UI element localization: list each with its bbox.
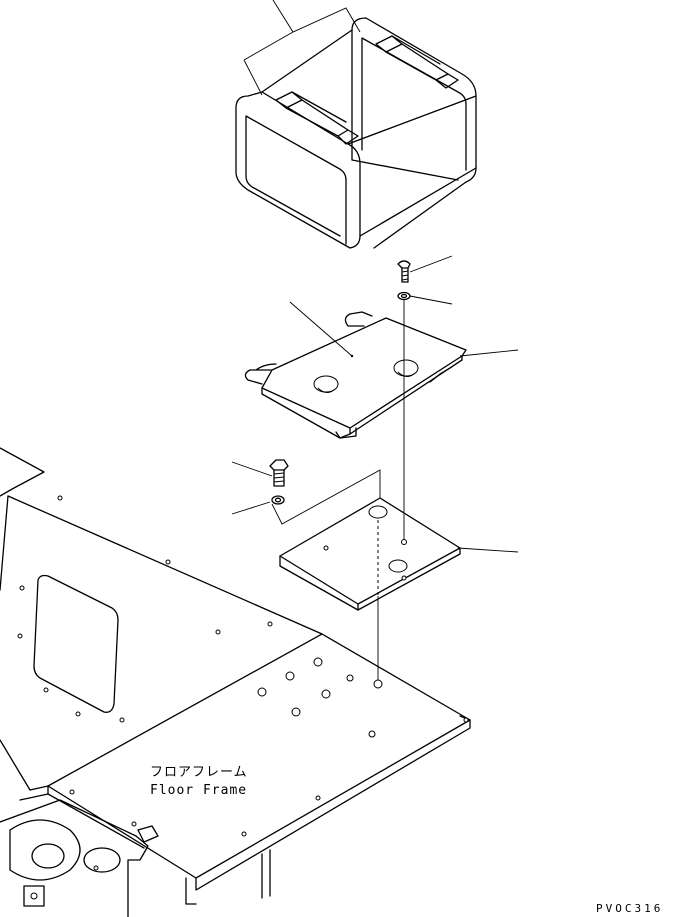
bracket-leader-line — [289, 301, 353, 357]
bracket-slot-left — [313, 375, 339, 393]
battery-strap-front — [275, 91, 359, 145]
spacer-hole-left — [368, 505, 388, 519]
hold-down-bracket — [244, 301, 519, 439]
battery-strap-rear — [375, 35, 459, 89]
battery-rear — [351, 17, 477, 249]
bolt-leader-line — [409, 255, 453, 273]
floor-frame-holes — [17, 495, 469, 871]
floor-frame-label-jp: フロアフレーム — [150, 765, 248, 780]
battery-front — [235, 91, 361, 249]
bracket-rail-leader-line — [459, 349, 519, 357]
battery-leader-line — [272, 0, 361, 33]
spacer-leader-line — [457, 547, 519, 553]
side-washer — [231, 469, 381, 525]
floor-frame-cutout — [33, 574, 119, 713]
bracket-slot-right — [393, 359, 419, 377]
floor-frame-label-en: Floor Frame — [150, 783, 247, 798]
spacer-plate — [279, 497, 519, 611]
battery-pair — [235, 0, 477, 249]
spacer-hole-right — [388, 559, 408, 573]
top-bolt — [397, 255, 453, 283]
side-bolt — [231, 459, 289, 487]
top-washer — [397, 291, 453, 305]
drawing-code: PVOC316 — [596, 902, 663, 915]
floor-frame — [0, 447, 471, 917]
washer-leader-line — [409, 295, 453, 305]
